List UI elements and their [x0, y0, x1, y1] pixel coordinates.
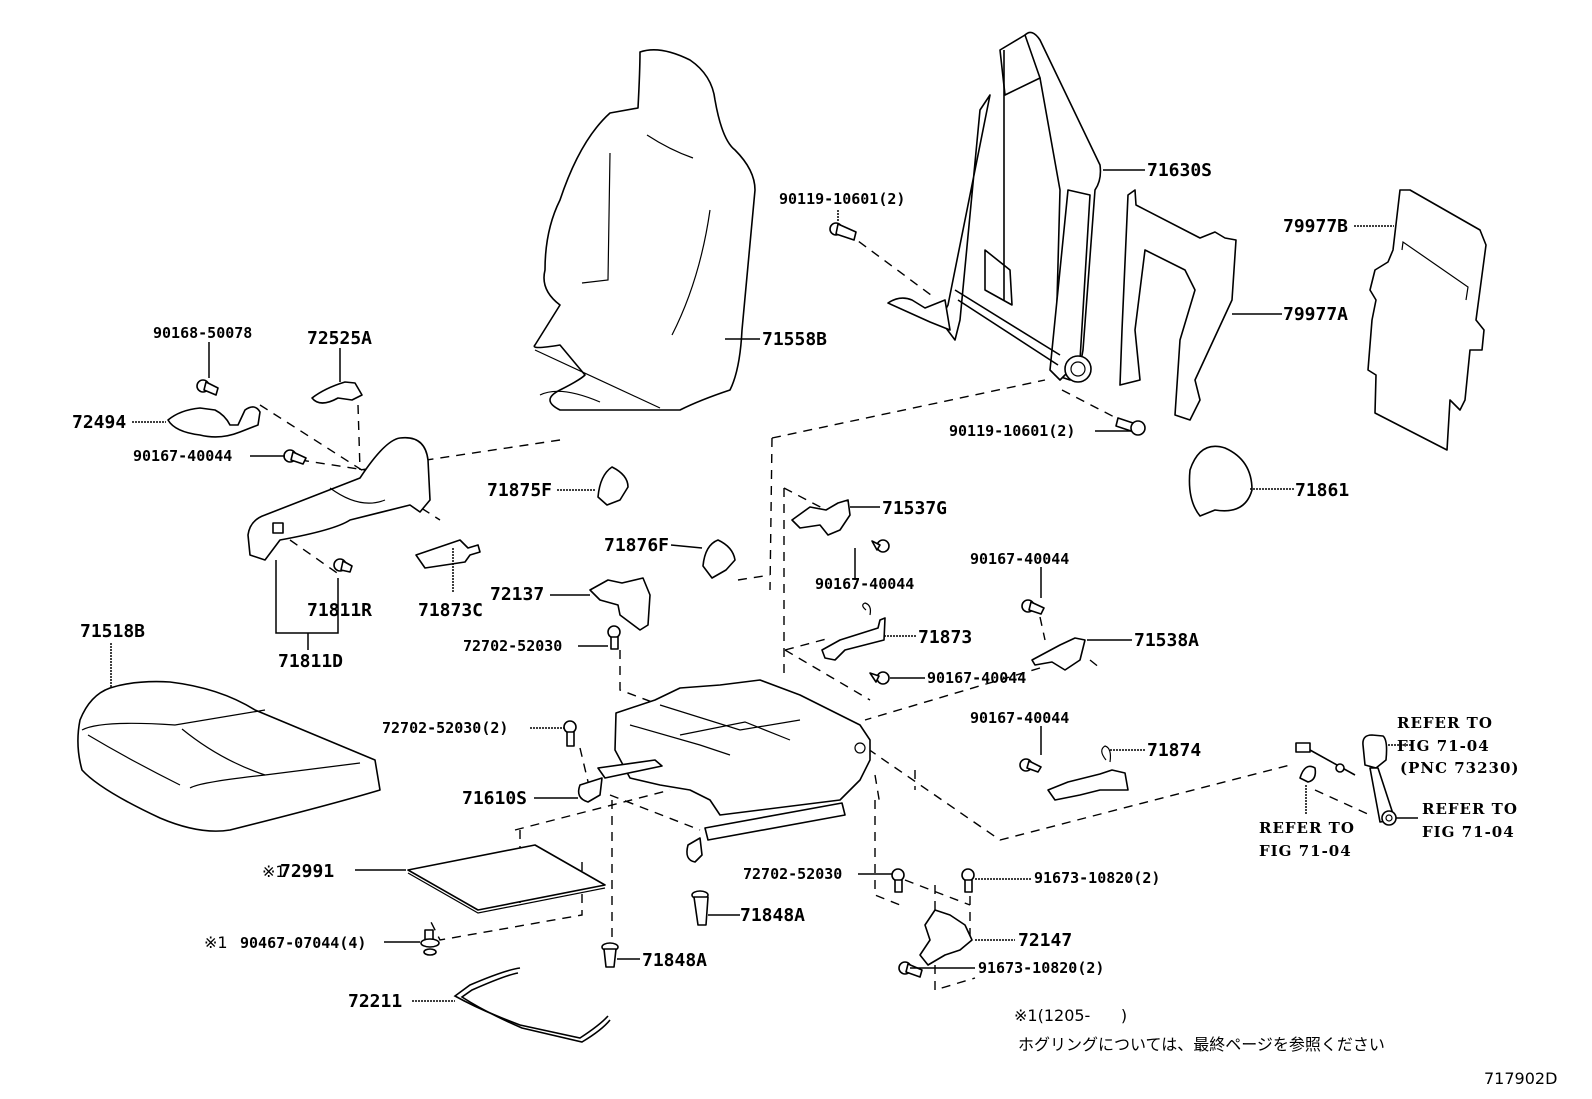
bolt-91673-10820-b[interactable] [898, 961, 923, 978]
part-79977B-panel[interactable] [1367, 189, 1487, 451]
part-72494-lever[interactable] [167, 406, 261, 438]
label-90167-b[interactable]: 90167-40044 [815, 575, 914, 593]
part-71610S-seat-frame[interactable] [577, 679, 871, 863]
part-71861-cap[interactable] [1188, 445, 1253, 517]
clip-90467-07044[interactable] [420, 929, 440, 956]
label-71874[interactable]: 71874 [1147, 740, 1201, 761]
label-90119-bottom[interactable]: 90119-10601(2) [949, 422, 1075, 440]
ref-buckle-line3: (PNC 73230) [1400, 759, 1520, 777]
screw-90167-40044-e[interactable] [1019, 758, 1042, 773]
label-90467[interactable]: 90467-07044(4) [240, 934, 366, 952]
part-79977A-pad[interactable] [1119, 189, 1237, 421]
part-72991-plate[interactable] [407, 844, 606, 914]
part-71538A-bracket[interactable] [1031, 637, 1086, 671]
label-71558B[interactable]: 71558B [762, 329, 827, 350]
label-90467-mark: ※1 [204, 933, 228, 952]
leader-71876F [670, 544, 703, 549]
label-72702-b[interactable]: 72702-52030(2) [382, 719, 508, 737]
part-72137-cover[interactable] [589, 577, 651, 631]
label-72211[interactable]: 72211 [348, 991, 402, 1012]
label-79977B[interactable]: 79977B [1283, 216, 1348, 237]
label-71610S[interactable]: 71610S [462, 788, 527, 809]
ref-anchor-line2[interactable]: FIG 71-04 [1259, 842, 1352, 860]
label-72991[interactable]: 72991 [280, 861, 334, 882]
bolt-90119-top[interactable] [829, 222, 857, 241]
pin-71848A-lower[interactable] [601, 942, 619, 968]
screw-90167-40044-d[interactable] [869, 671, 890, 685]
part-anchor-bolt[interactable] [1381, 810, 1397, 826]
screw-90168-50078[interactable] [196, 379, 219, 396]
bolt-72702-52030-a[interactable] [607, 625, 621, 650]
label-91673-b[interactable]: 91673-10820(2) [978, 959, 1104, 977]
label-71811D[interactable]: 71811D [278, 651, 343, 672]
label-90167-c[interactable]: 90167-40044 [970, 550, 1069, 568]
label-90167-left[interactable]: 90167-40044 [133, 447, 232, 465]
ref-buckle-line1: REFER TO [1397, 714, 1493, 732]
label-90167-e[interactable]: 90167-40044 [970, 709, 1069, 727]
bolt-90119-bottom[interactable] [1115, 417, 1146, 436]
part-71558B-seatback-cover[interactable] [533, 49, 756, 411]
ref-bolt-line2[interactable]: FIG 71-04 [1422, 823, 1515, 841]
footnote-mark: ※1(1205- ) [1014, 1006, 1127, 1025]
part-71537G-bracket[interactable] [791, 499, 851, 536]
part-71875F-clip[interactable] [597, 466, 629, 506]
screw-90167-40044-b[interactable] [871, 539, 890, 553]
clip-71811R[interactable] [333, 558, 353, 573]
part-72211-wire[interactable] [453, 967, 611, 1043]
label-79977A[interactable]: 79977A [1283, 304, 1348, 325]
ref-bolt-line1: REFER TO [1422, 800, 1518, 818]
ref-buckle-line2[interactable]: FIG 71-04 [1397, 737, 1490, 755]
label-91673-a[interactable]: 91673-10820(2) [1034, 869, 1160, 887]
bolt-72702-52030-b[interactable] [563, 720, 577, 747]
label-71876F[interactable]: 71876F [604, 535, 669, 556]
label-72137[interactable]: 72137 [490, 584, 544, 605]
label-71630S[interactable]: 71630S [1147, 160, 1212, 181]
footnote-japanese: ホグリングについては、最終ページを参照ください [1018, 1035, 1385, 1054]
part-72525A-cover[interactable] [311, 381, 363, 404]
label-71538A[interactable]: 71538A [1134, 630, 1199, 651]
part-seatbelt-buckle[interactable] [1295, 734, 1396, 823]
figure-code: 717902D [1484, 1069, 1557, 1088]
label-72525A[interactable]: 72525A [307, 328, 372, 349]
label-71873C[interactable]: 71873C [418, 600, 483, 621]
label-71848A-upper[interactable]: 71848A [740, 905, 805, 926]
label-90168[interactable]: 90168-50078 [153, 324, 252, 342]
part-71876F-clip[interactable] [702, 539, 736, 579]
label-71848A-lower[interactable]: 71848A [642, 950, 707, 971]
label-71518B[interactable]: 71518B [80, 621, 145, 642]
label-71875F[interactable]: 71875F [487, 480, 552, 501]
label-72147[interactable]: 72147 [1018, 930, 1072, 951]
label-72702-c[interactable]: 72702-52030 [743, 865, 842, 883]
label-72702-a[interactable]: 72702-52030 [463, 637, 562, 655]
bolt-91673-10820-a[interactable] [961, 868, 975, 893]
label-90119-top[interactable]: 90119-10601(2) [779, 190, 905, 208]
pin-71848A-upper[interactable] [691, 890, 709, 926]
screw-90167-40044-left[interactable] [283, 449, 307, 465]
label-71811R[interactable]: 71811R [307, 600, 372, 621]
leader-71811D-bracket [275, 560, 339, 634]
label-71861[interactable]: 71861 [1295, 480, 1349, 501]
label-71873[interactable]: 71873 [918, 627, 972, 648]
part-72147-bracket[interactable] [919, 909, 973, 966]
label-72991-mark: ※1 [262, 862, 286, 881]
screw-90167-40044-c[interactable] [1021, 599, 1045, 615]
part-71874-bracket[interactable] [1047, 745, 1129, 801]
label-90167-d[interactable]: 90167-40044 [927, 669, 1026, 687]
part-71518B-seat-cushion[interactable] [77, 680, 381, 832]
part-71873-bracket[interactable] [821, 602, 886, 661]
label-71537G[interactable]: 71537G [882, 498, 947, 519]
part-71630S-seatback-frame[interactable] [887, 31, 1102, 383]
ref-anchor-line1: REFER TO [1259, 819, 1355, 837]
label-72494[interactable]: 72494 [72, 412, 126, 433]
part-71811R-shield[interactable] [247, 436, 431, 561]
part-71873C-bracket[interactable] [415, 539, 481, 569]
bolt-72702-52030-c[interactable] [891, 868, 905, 893]
part-anchor-washer[interactable] [1299, 765, 1317, 783]
